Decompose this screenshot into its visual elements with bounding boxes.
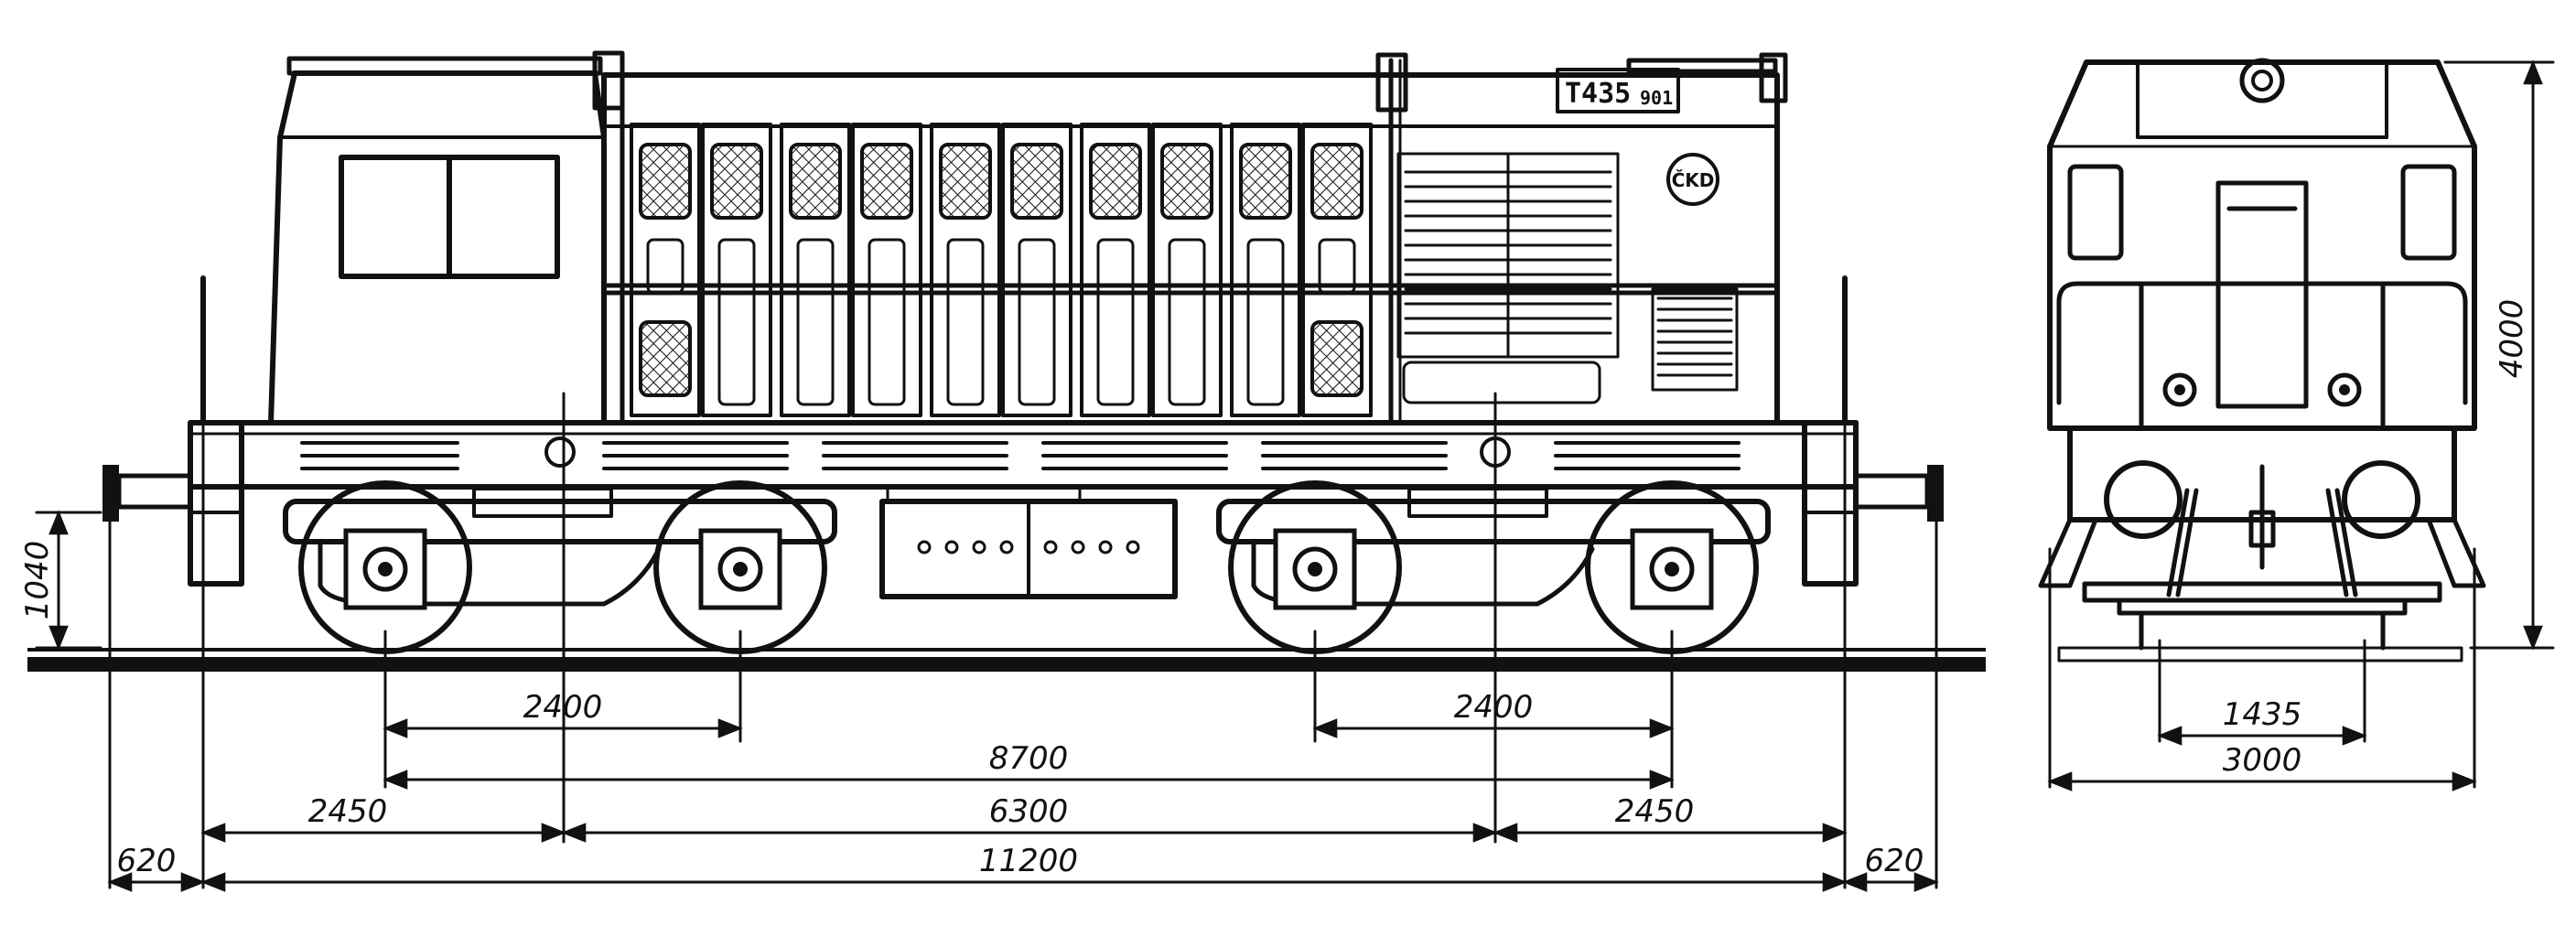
dim-center-span: 6300 [989,793,1069,830]
dim-bogie-wheelbase-left: 2400 [523,689,603,726]
dim-track-gauge: 1435 [2223,696,2302,733]
dim-height: 4000 [2494,299,2530,379]
dim-bogie-wheelbase-right: 2400 [1454,689,1534,726]
wheel [1585,480,1759,654]
dim-buffer-right: 620 [1865,843,1924,879]
end-buffers [2104,460,2420,539]
hood-door [630,123,701,417]
roof-equipment [286,50,1788,113]
end-handrail [2056,281,2468,431]
dim-width: 3000 [2223,742,2302,779]
wheel [1228,480,1402,654]
headlight-right [2327,372,2362,407]
hood-door [1230,123,1301,417]
hood-door [930,123,1001,417]
ckd-logo: ČKD [1666,153,1719,206]
hood-door [1301,123,1373,417]
end-dimensions: 1435 3000 4000 [2047,59,2555,792]
number-plate-serial: 901 [1640,87,1673,109]
buffer-beam-left [188,420,244,587]
hood-doors [630,123,1373,417]
end-door [2215,180,2309,409]
hood-door [780,123,851,417]
end-rail [2057,646,2463,662]
dim-overhang-right: 2450 [1615,793,1695,830]
hood-door [1001,123,1072,417]
buffer-right [1842,275,1944,522]
number-plate-designation: T435 [1565,78,1631,110]
hood-door [1080,123,1151,417]
dim-length-over-frame: 11200 [979,843,1078,879]
main-frame [188,420,1859,490]
radiator-louvres [1396,152,1739,404]
dim-overhang-left: 2450 [308,793,388,830]
side-dimensions: 2400 2400 8700 2450 6300 2450 620 11200 … [19,392,1939,892]
side-view: T435 901 [19,50,1986,892]
end-windows [2067,164,2457,261]
dim-buffer-left: 620 [117,843,177,879]
hood-door [701,123,772,417]
fuel-tank [879,485,1178,599]
end-body [2047,58,2477,431]
end-view: 1435 3000 4000 [2038,58,2555,792]
coupler [2166,464,2358,598]
headlight-left [2162,372,2197,407]
cab-window [339,155,560,279]
hood-door [1151,123,1223,417]
handrail [601,283,1780,296]
dim-buffer-height: 1040 [19,541,56,620]
hood-door [851,123,922,417]
buffer-left [102,275,206,522]
cab [268,70,607,425]
dim-bogie-centers: 8700 [989,740,1069,777]
number-plate: T435 901 [1556,68,1680,113]
ckd-logo-text: ČKD [1672,169,1715,191]
end-steps [2082,581,2442,651]
wheel [653,480,827,654]
bogie-right [1216,480,1771,654]
wheel [298,480,472,654]
buffer-beam-right [1802,420,1859,587]
bogie-left [283,480,837,654]
